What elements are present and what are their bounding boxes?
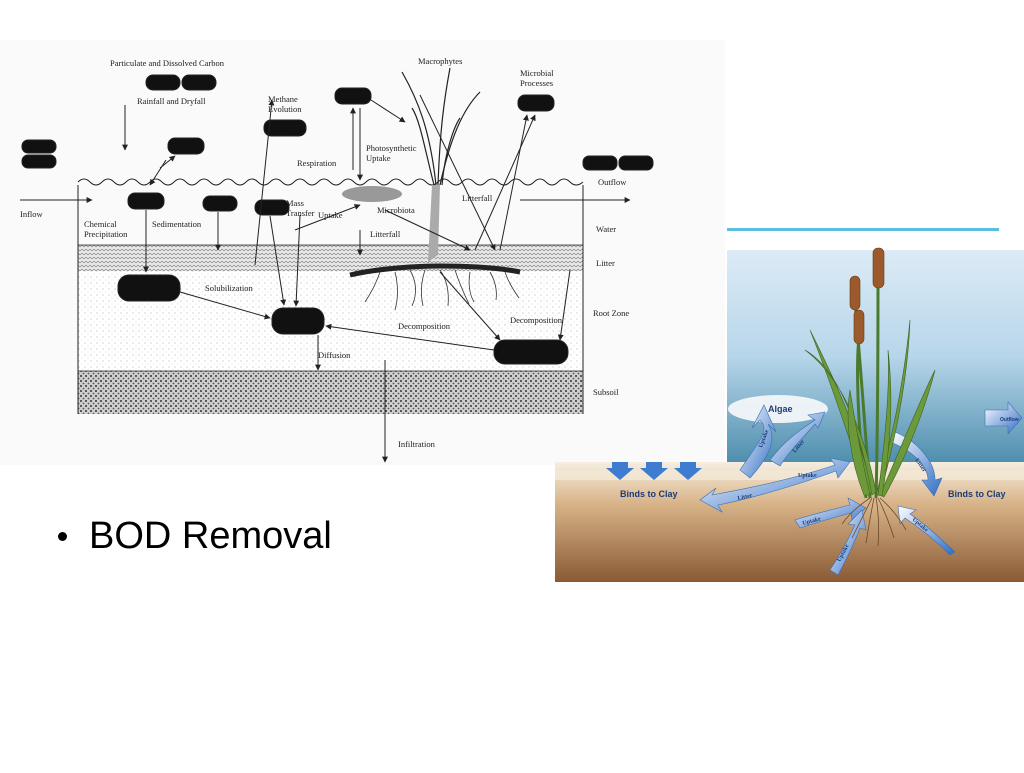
text-pc-right: PC [628, 159, 637, 168]
flow-arrows [20, 94, 631, 463]
microbiota-blob [342, 186, 402, 202]
label-sedimentation: Sedimentation [152, 219, 202, 229]
label-litterfall-top: Litterfall [462, 193, 493, 203]
label-root-zone: Root Zone [593, 308, 629, 318]
label-water: Water [596, 224, 616, 234]
box-pc-left [21, 139, 57, 154]
plant-stem-base [428, 185, 440, 262]
box-co2-b [334, 87, 372, 105]
box-dc-right [582, 155, 618, 171]
cattail-plant [804, 247, 936, 547]
label-subsoil: Subsoil [593, 387, 619, 397]
text-pc-left: PC [31, 143, 40, 152]
box-pc-right [618, 155, 654, 171]
rhizome [349, 263, 521, 278]
text-dc-mid: DC [264, 204, 274, 213]
water-top-line [727, 228, 999, 231]
label-inflow: Inflow [20, 209, 44, 219]
text-co2-c: CO2 [527, 100, 541, 109]
outflow-arrow [984, 401, 1023, 435]
label-decomposition-right: Decomposition [510, 315, 563, 325]
text-co2-a: CO2 [177, 143, 191, 152]
label-algae: Algae [768, 404, 793, 414]
label-infiltration: Infiltration [398, 439, 436, 449]
cattail-roots [841, 497, 907, 547]
box-dic [127, 192, 165, 210]
label-solubilization: Solubilization [205, 283, 253, 293]
wetland-illustration: Algae Outflow Binds to Clay Binds to Cla… [555, 228, 1024, 582]
label-rainfall: Rainfall and Dryfall [137, 96, 206, 106]
box-structurally-bound [493, 339, 569, 365]
label-diffusion: Diffusion [318, 350, 351, 360]
box-co2-a [167, 137, 205, 155]
box-chemically-bound [117, 274, 181, 302]
bullet-dot [58, 532, 67, 541]
box-dc-mid [254, 199, 290, 216]
label-binds-to-clay-left: Binds to Clay [620, 489, 678, 499]
box-dc-top [181, 74, 217, 91]
label-uptake-3: Uptake [802, 516, 822, 527]
label-uptake-2: Uptake [798, 473, 817, 479]
nutrient-arrows [699, 404, 956, 576]
label-litter-2: Litter [737, 493, 753, 502]
label-litter: Litter [596, 258, 615, 268]
bullet-item: BOD Removal [58, 515, 332, 558]
algae-cloud [728, 395, 828, 423]
box-pc-top [145, 74, 181, 91]
text-pc-top: PC [155, 79, 164, 88]
text-ch4: CH4 [275, 125, 289, 134]
box-porewater [271, 307, 325, 335]
text-pc-mid: PC [212, 200, 221, 209]
label-macrophytes: Macrophytes [418, 56, 462, 66]
box-pc-mid [202, 195, 238, 212]
macrophyte-leaves [401, 67, 481, 186]
carbon-cycle-diagram: Particulate and Dissolved Carbon Rainfal… [0, 40, 725, 465]
water-surface [77, 178, 584, 186]
text-dc-left: DC [31, 158, 41, 167]
label-microbiota: Microbiota [377, 205, 415, 215]
label-uptake: Uptake [318, 210, 343, 220]
text-dc-top: DC [191, 79, 201, 88]
text-dic: DIC [136, 198, 149, 207]
box-dc-left [21, 154, 57, 169]
label-decomposition-center: Decomposition [398, 321, 451, 331]
subsoil-layer [78, 371, 583, 414]
label-binds-to-clay-right: Binds to Clay [948, 489, 1006, 499]
binds-to-clay-arrows [606, 462, 702, 480]
box-co2-c [517, 94, 555, 112]
box-ch4 [263, 119, 307, 137]
label-outflow-left: Outflow [598, 177, 627, 187]
text-co2-b: CO2 [344, 93, 358, 102]
label-litterfall-mid: Litterfall [370, 229, 401, 239]
label-outflow-right: Outflow [1000, 417, 1019, 423]
bullet-text: BOD Removal [89, 515, 332, 557]
label-particulate: Particulate and Dissolved Carbon [110, 58, 225, 68]
roots [364, 269, 520, 311]
litter-layer [78, 245, 583, 271]
text-dc-right: DC [591, 159, 601, 168]
label-respiration: Respiration [297, 158, 337, 168]
